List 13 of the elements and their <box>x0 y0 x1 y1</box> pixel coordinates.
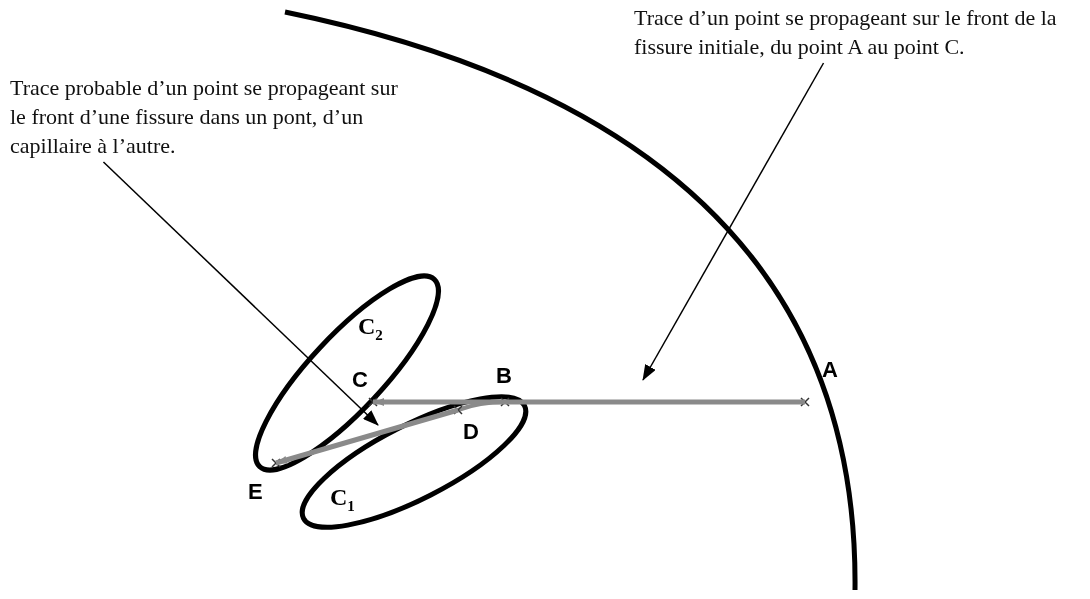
trace-arrow <box>373 398 805 406</box>
leader-arrow <box>642 62 825 381</box>
point-label: B <box>496 364 512 388</box>
capillary-label: C$_{2}$ <box>358 313 383 345</box>
trace-arrow <box>275 407 459 466</box>
point-label: E <box>248 480 263 504</box>
capillary-label: C$_{1}$ <box>330 484 355 516</box>
callout-text: Trace d’un point se propageant sur le front de la fissure initiale, du point A au point C. <box>634 3 1086 61</box>
point-label: D <box>463 420 479 444</box>
point-label: A <box>822 358 838 382</box>
leader-arrow <box>102 161 379 426</box>
callout-text: Trace probable d’un point se propageant sur le front d’une fissure dans un pont, d’un capillaire à l’autre. <box>10 73 405 160</box>
point-label: C <box>352 368 368 392</box>
